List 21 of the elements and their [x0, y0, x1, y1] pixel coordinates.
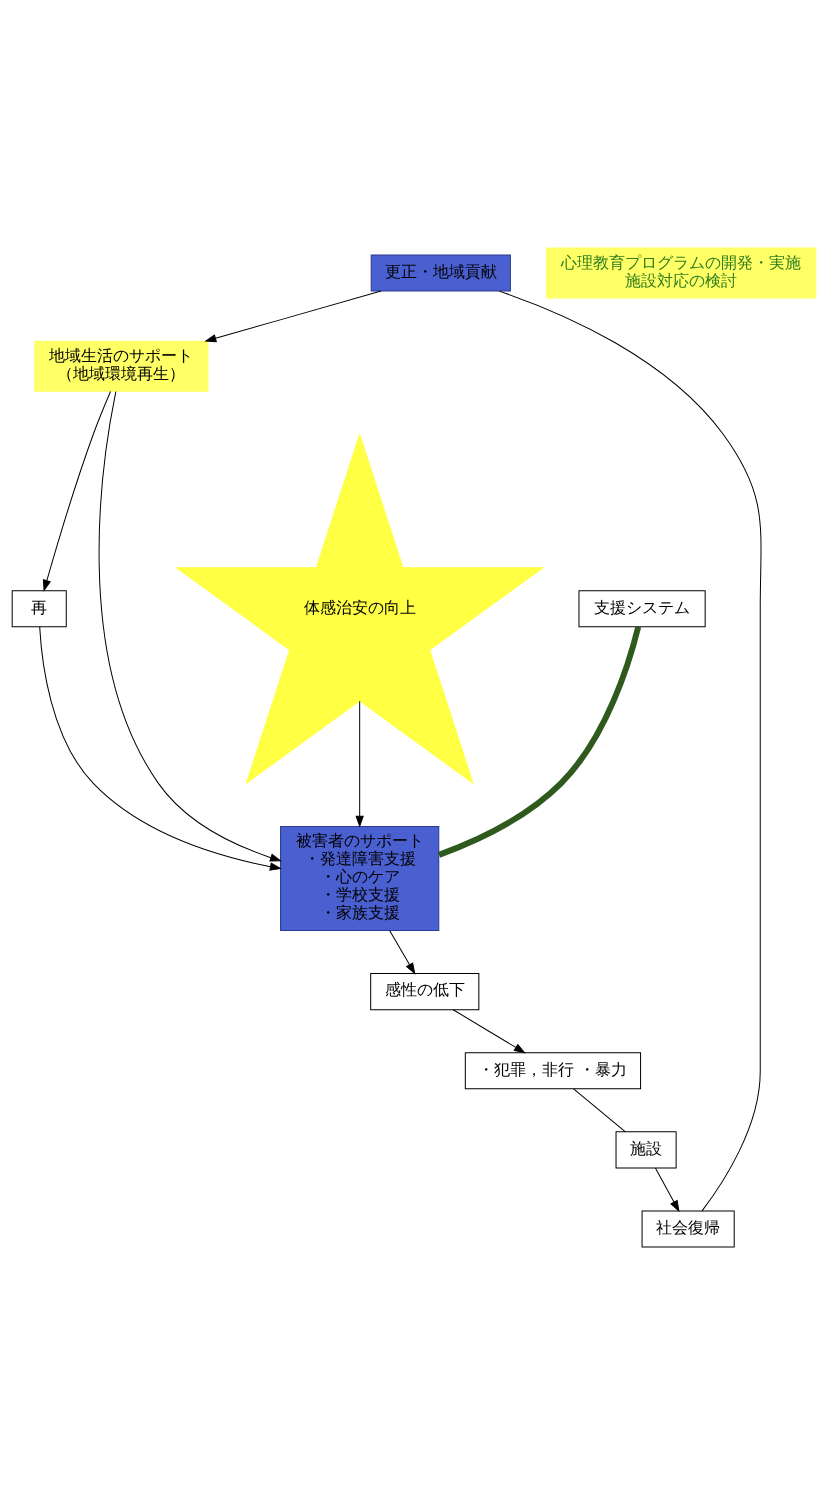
- node-box: 被害者のサポート ・発達障害支援 ・心のケア ・学校支援 ・家族支援: [280, 825, 440, 931]
- arrow: [389, 929, 416, 974]
- node-box: ・犯罪，非行 ・暴力: [464, 1051, 642, 1089]
- arrow: [654, 1166, 680, 1211]
- node-box: 施設: [615, 1130, 677, 1168]
- node-box: 感性の低下: [370, 972, 480, 1010]
- arrow: [205, 290, 382, 342]
- connector: [438, 625, 642, 858]
- node-box: 心理教育プログラムの開発・実施 施設対応の検討: [545, 247, 817, 299]
- connector: [498, 290, 762, 1211]
- arrow: [98, 390, 282, 862]
- arrow: [42, 390, 112, 591]
- node-box: 社会復帰: [641, 1209, 735, 1247]
- node-box: 再: [11, 589, 67, 627]
- connector: [573, 1087, 626, 1132]
- arrow: [355, 700, 364, 827]
- node-box: 地域生活のサポート （地域環境再生）: [34, 340, 209, 392]
- arrow: [452, 1008, 526, 1053]
- node-box: 更正・地域貢献: [370, 254, 511, 292]
- arrow: [39, 625, 281, 871]
- node-box: 支援システム: [578, 589, 706, 627]
